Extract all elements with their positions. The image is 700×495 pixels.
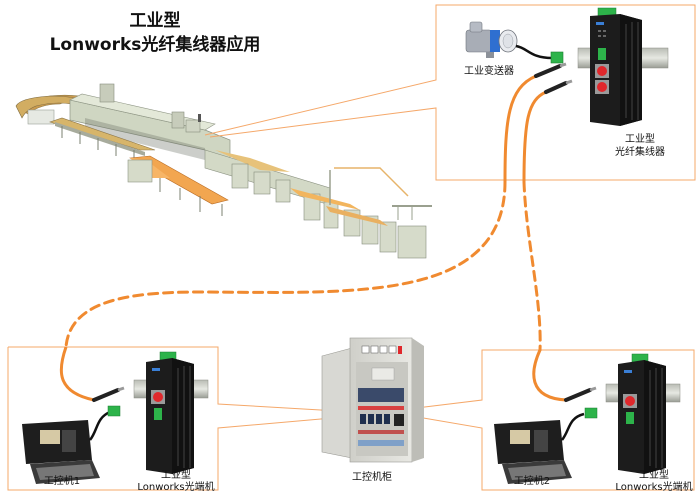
terminal-left-label-line-2: Lonworks光端机 [137, 480, 214, 493]
optical-terminal-right-icon [605, 353, 681, 474]
industrial-pc-1-icon [22, 405, 121, 484]
terminal-left-label-line-1: 工业型 [161, 468, 191, 481]
production-line-icon [15, 83, 432, 259]
title-line-1: 工业型 [129, 11, 181, 31]
optical-terminal-left-icon [133, 351, 209, 474]
fiber-links [64, 180, 542, 352]
transmitter-label: 工业变送器 [464, 64, 514, 77]
industrial-pc-2-icon [494, 407, 598, 484]
pc-1-label: 工控机1 [44, 474, 80, 487]
pressure-transmitter-icon [465, 21, 564, 64]
fiber-hub-icon [577, 7, 669, 126]
pc-2-label: 工控机2 [514, 474, 550, 487]
control-cabinet-icon [321, 337, 424, 463]
callout-lines [7, 4, 696, 491]
hub-label-line-2: 光纤集线器 [615, 145, 665, 158]
fiber-patch-cords [503, 62, 573, 183]
fiber-patch-cord-right [532, 349, 597, 402]
terminal-right-label-line-1: 工业型 [639, 468, 669, 481]
terminal-right-label-line-2: Lonworks光端机 [615, 480, 692, 493]
hub-label-line-1: 工业型 [625, 132, 655, 145]
title-line-2: Lonworks光纤集线器应用 [49, 35, 261, 55]
fiber-patch-cord-left [59, 346, 125, 402]
cabinet-label: 工控机柜 [352, 470, 392, 483]
